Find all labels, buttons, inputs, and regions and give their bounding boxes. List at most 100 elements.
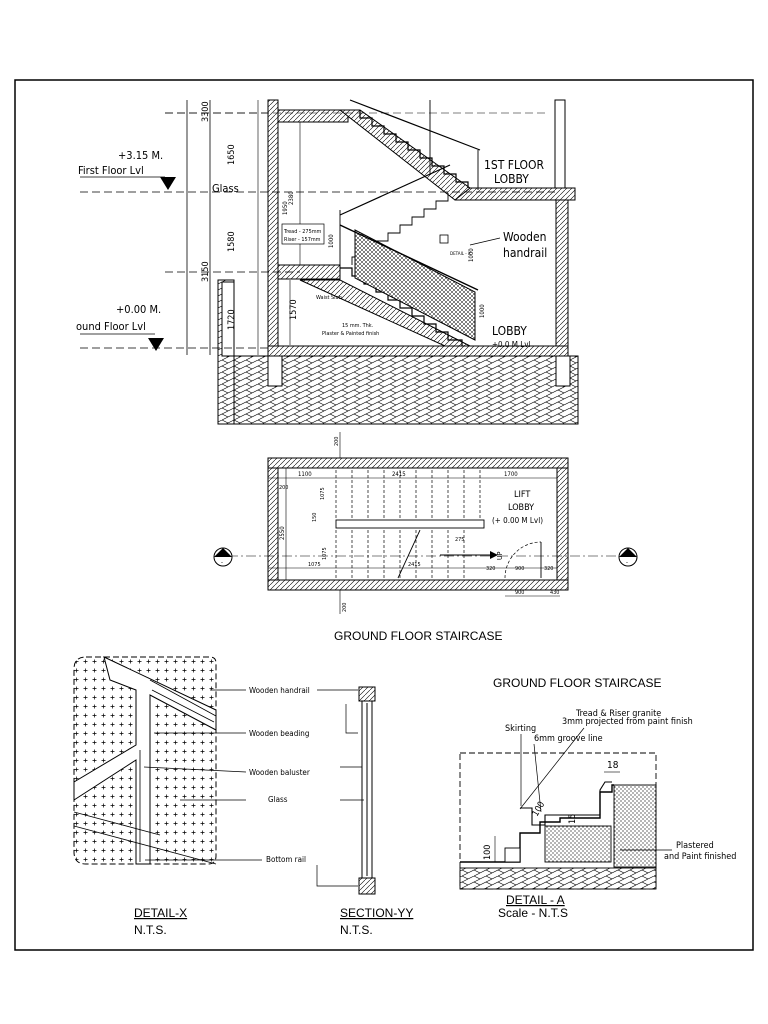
left-pier <box>221 281 235 357</box>
detail-x-leaders <box>143 689 262 861</box>
detail-a-dim-18-text: 18 <box>607 760 619 771</box>
detail-a-title: DETAIL - A <box>506 893 565 907</box>
detail-a-riser <box>544 825 612 863</box>
plan-dim-door-left: 320 <box>486 566 495 572</box>
plan-dim-door-wall: 430 <box>550 590 559 596</box>
detail-a-plaster-1: Plastered <box>676 841 714 851</box>
dim-1580: 1580 <box>227 231 237 252</box>
ground-earth <box>233 355 579 425</box>
dim-1720: 1720 <box>227 309 237 330</box>
yy-leaders <box>316 689 364 887</box>
section-sub-left: - <box>221 559 223 566</box>
handrail-leader <box>469 237 501 246</box>
plan-dim-gap: 150 <box>312 513 318 522</box>
handrail-middle <box>339 164 451 216</box>
sheet-border <box>14 79 754 951</box>
handrail-label-1: Wooden <box>503 230 547 244</box>
section-yy: SECTION-YY N.T.S. <box>316 686 413 937</box>
plan-up-label: UP <box>496 551 504 560</box>
ff-level-value: +3.15 M. <box>118 149 163 162</box>
upper-flight-steps <box>359 110 469 188</box>
callout-glass: Glass <box>268 795 288 804</box>
detail-a: GROUND FLOOR STAIRCASE Tread & Riser gra… <box>459 676 736 920</box>
dim-rail-3: 1000 <box>468 248 475 262</box>
plan-dim-top-thk: 200 <box>334 437 340 446</box>
tread-note-2: Riser - 157mm <box>284 237 321 243</box>
plan-door-swing <box>504 541 542 579</box>
first-floor-lobby-2: LOBBY <box>494 172 529 186</box>
plan-dim-upper: 1075 <box>320 487 326 500</box>
right-wall <box>555 199 569 347</box>
detail-a-granite <box>520 781 612 826</box>
detail-a-earth <box>459 867 657 890</box>
detail-a-plaster-wall <box>613 784 657 868</box>
ff-level-triangle <box>160 177 176 190</box>
plan-dim-door-bottom: 900 <box>515 590 524 596</box>
section-mark-left: W <box>220 552 225 558</box>
detail-a-plaster-2: and Paint finished <box>664 852 736 862</box>
plan-dim-lower: 1075 <box>322 547 328 560</box>
plan-lift-3: (+ 0.00 M Lvl) <box>492 516 543 525</box>
upper-flight-slab <box>338 109 471 201</box>
callout-baluster: Wooden baluster <box>249 768 310 777</box>
handrail-label-2: handrail <box>503 246 547 260</box>
section-arrow-right <box>619 548 637 557</box>
detail-x-title: DETAIL-X <box>134 906 187 920</box>
plan-dim-left-thk: 200 <box>279 485 288 491</box>
glass-balustrade <box>354 229 476 341</box>
plan-dim-door-right: 320 <box>544 566 553 572</box>
dim-rail-1: 1000 <box>328 234 335 248</box>
tread-note-box <box>281 223 325 245</box>
detail-a-skirting <box>504 847 521 863</box>
section-yy-title: SECTION-YY <box>340 906 413 920</box>
plan-dim-door: 900 <box>515 566 524 572</box>
plan-lower-treads <box>335 530 465 578</box>
detail-a-groove-leader <box>533 743 542 813</box>
dim-3150: 3150 <box>201 261 211 282</box>
plan-wall-left <box>267 467 279 581</box>
plan-dim-left-h: 2550 <box>279 526 286 540</box>
gf-level-label: ound Floor Lvl <box>76 320 146 333</box>
finish-label-2: Plaster & Painted finish <box>322 331 379 337</box>
right-column <box>554 99 566 189</box>
detail-x: Wooden handrail Wooden beading Wooden ba… <box>73 656 310 937</box>
handrail-upper <box>349 99 481 151</box>
plan-dim-bottom-mid: 2415 <box>408 562 421 568</box>
plan-dim-landing: 275 <box>455 537 464 543</box>
callout-bottom-rail: Bottom rail <box>266 855 306 864</box>
dim-1650: 1650 <box>227 144 237 165</box>
dim-1950: 1950 <box>282 201 289 215</box>
detail-x-tag: DETAIL - X <box>450 251 471 257</box>
plinth-beam <box>267 355 283 387</box>
dim-2380: 2380 <box>288 191 295 205</box>
section-sub-right: - <box>626 559 628 566</box>
yy-handrail-cap <box>358 686 376 702</box>
first-floor-slab <box>454 187 576 201</box>
detail-x-bottom <box>73 811 217 865</box>
ground-slab <box>267 345 569 357</box>
first-floor-lobby-1: 1ST FLOOR <box>484 158 545 172</box>
yy-bottom-rail <box>358 877 376 895</box>
handrail-lower <box>339 224 479 291</box>
section-arrow-left <box>214 548 232 557</box>
detail-a-dim-15-text: 15 <box>568 814 578 824</box>
detail-x-scale: N.T.S. <box>134 923 167 937</box>
detail-a-tread-1: Tread & Riser granite <box>575 709 661 719</box>
lobby-label: LOBBY <box>492 324 527 338</box>
upper-beam <box>277 109 349 123</box>
dim-rail-2: 1000 <box>479 304 486 318</box>
dim-3300: 3300 <box>201 101 211 122</box>
detail-a-skirting: Skirting <box>505 724 536 734</box>
detail-x-handrail-band <box>73 656 217 865</box>
left-wall <box>267 99 279 357</box>
tread-note-1: Tread - 275mm <box>283 229 322 235</box>
detail-a-tread-2: 3mm projected from paint finish <box>562 717 693 727</box>
detail-a-groove: 6mm groove line <box>534 734 603 744</box>
glass-label: Glass <box>212 182 239 195</box>
detail-x-box <box>439 234 449 244</box>
callout-beading: Wooden beading <box>249 729 309 738</box>
section-yy-scale: N.T.S. <box>340 923 373 937</box>
plan-wall-bottom <box>267 579 569 591</box>
callout-handrail: Wooden handrail <box>249 686 310 695</box>
